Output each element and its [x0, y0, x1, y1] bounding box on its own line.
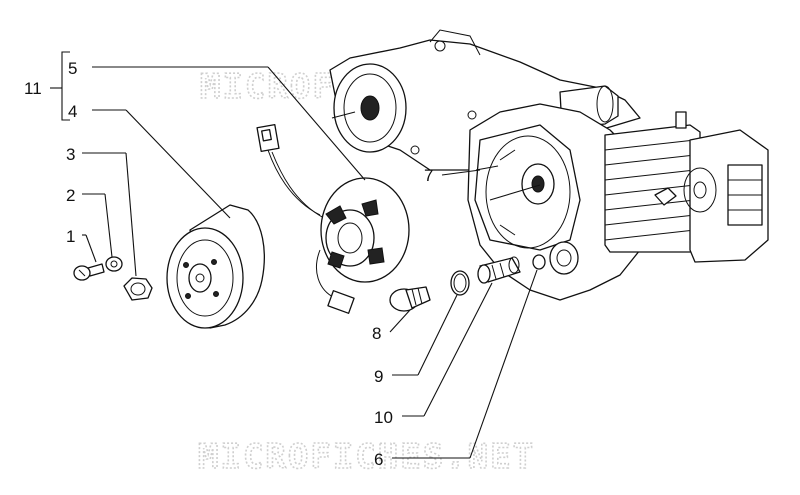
callout-labels: 11 5 4 3 2 1 7 8 9 10 6 — [24, 59, 433, 469]
washer-part-2 — [105, 256, 123, 272]
o-ring-part-6 — [532, 254, 546, 270]
callout-5: 5 — [68, 59, 77, 78]
callout-2: 2 — [66, 186, 75, 205]
callout-10: 10 — [374, 408, 393, 427]
watermark-bottom: MICROFICHES.NET — [198, 437, 535, 477]
case-stud-part-7 — [475, 165, 499, 171]
callout-6: 6 — [374, 450, 383, 469]
o-ring-part-9 — [450, 270, 470, 296]
oil-strainer-part-10 — [477, 256, 521, 284]
callout-4: 4 — [68, 102, 77, 121]
flywheel-nut-part-3 — [123, 277, 153, 301]
callout-3: 3 — [66, 145, 75, 164]
flywheel-rotor-part-4 — [166, 204, 265, 329]
callout-1: 1 — [66, 227, 75, 246]
callout-9: 9 — [374, 367, 383, 386]
callout-7: 7 — [424, 166, 433, 185]
leader-lines — [50, 51, 538, 459]
callout-11: 11 — [24, 79, 42, 98]
plug-part-8 — [389, 286, 431, 312]
engine-crankcase — [329, 29, 769, 301]
screw-part-1 — [73, 263, 105, 281]
callout-8: 8 — [372, 324, 381, 343]
stator-plate-part-5 — [256, 123, 410, 314]
